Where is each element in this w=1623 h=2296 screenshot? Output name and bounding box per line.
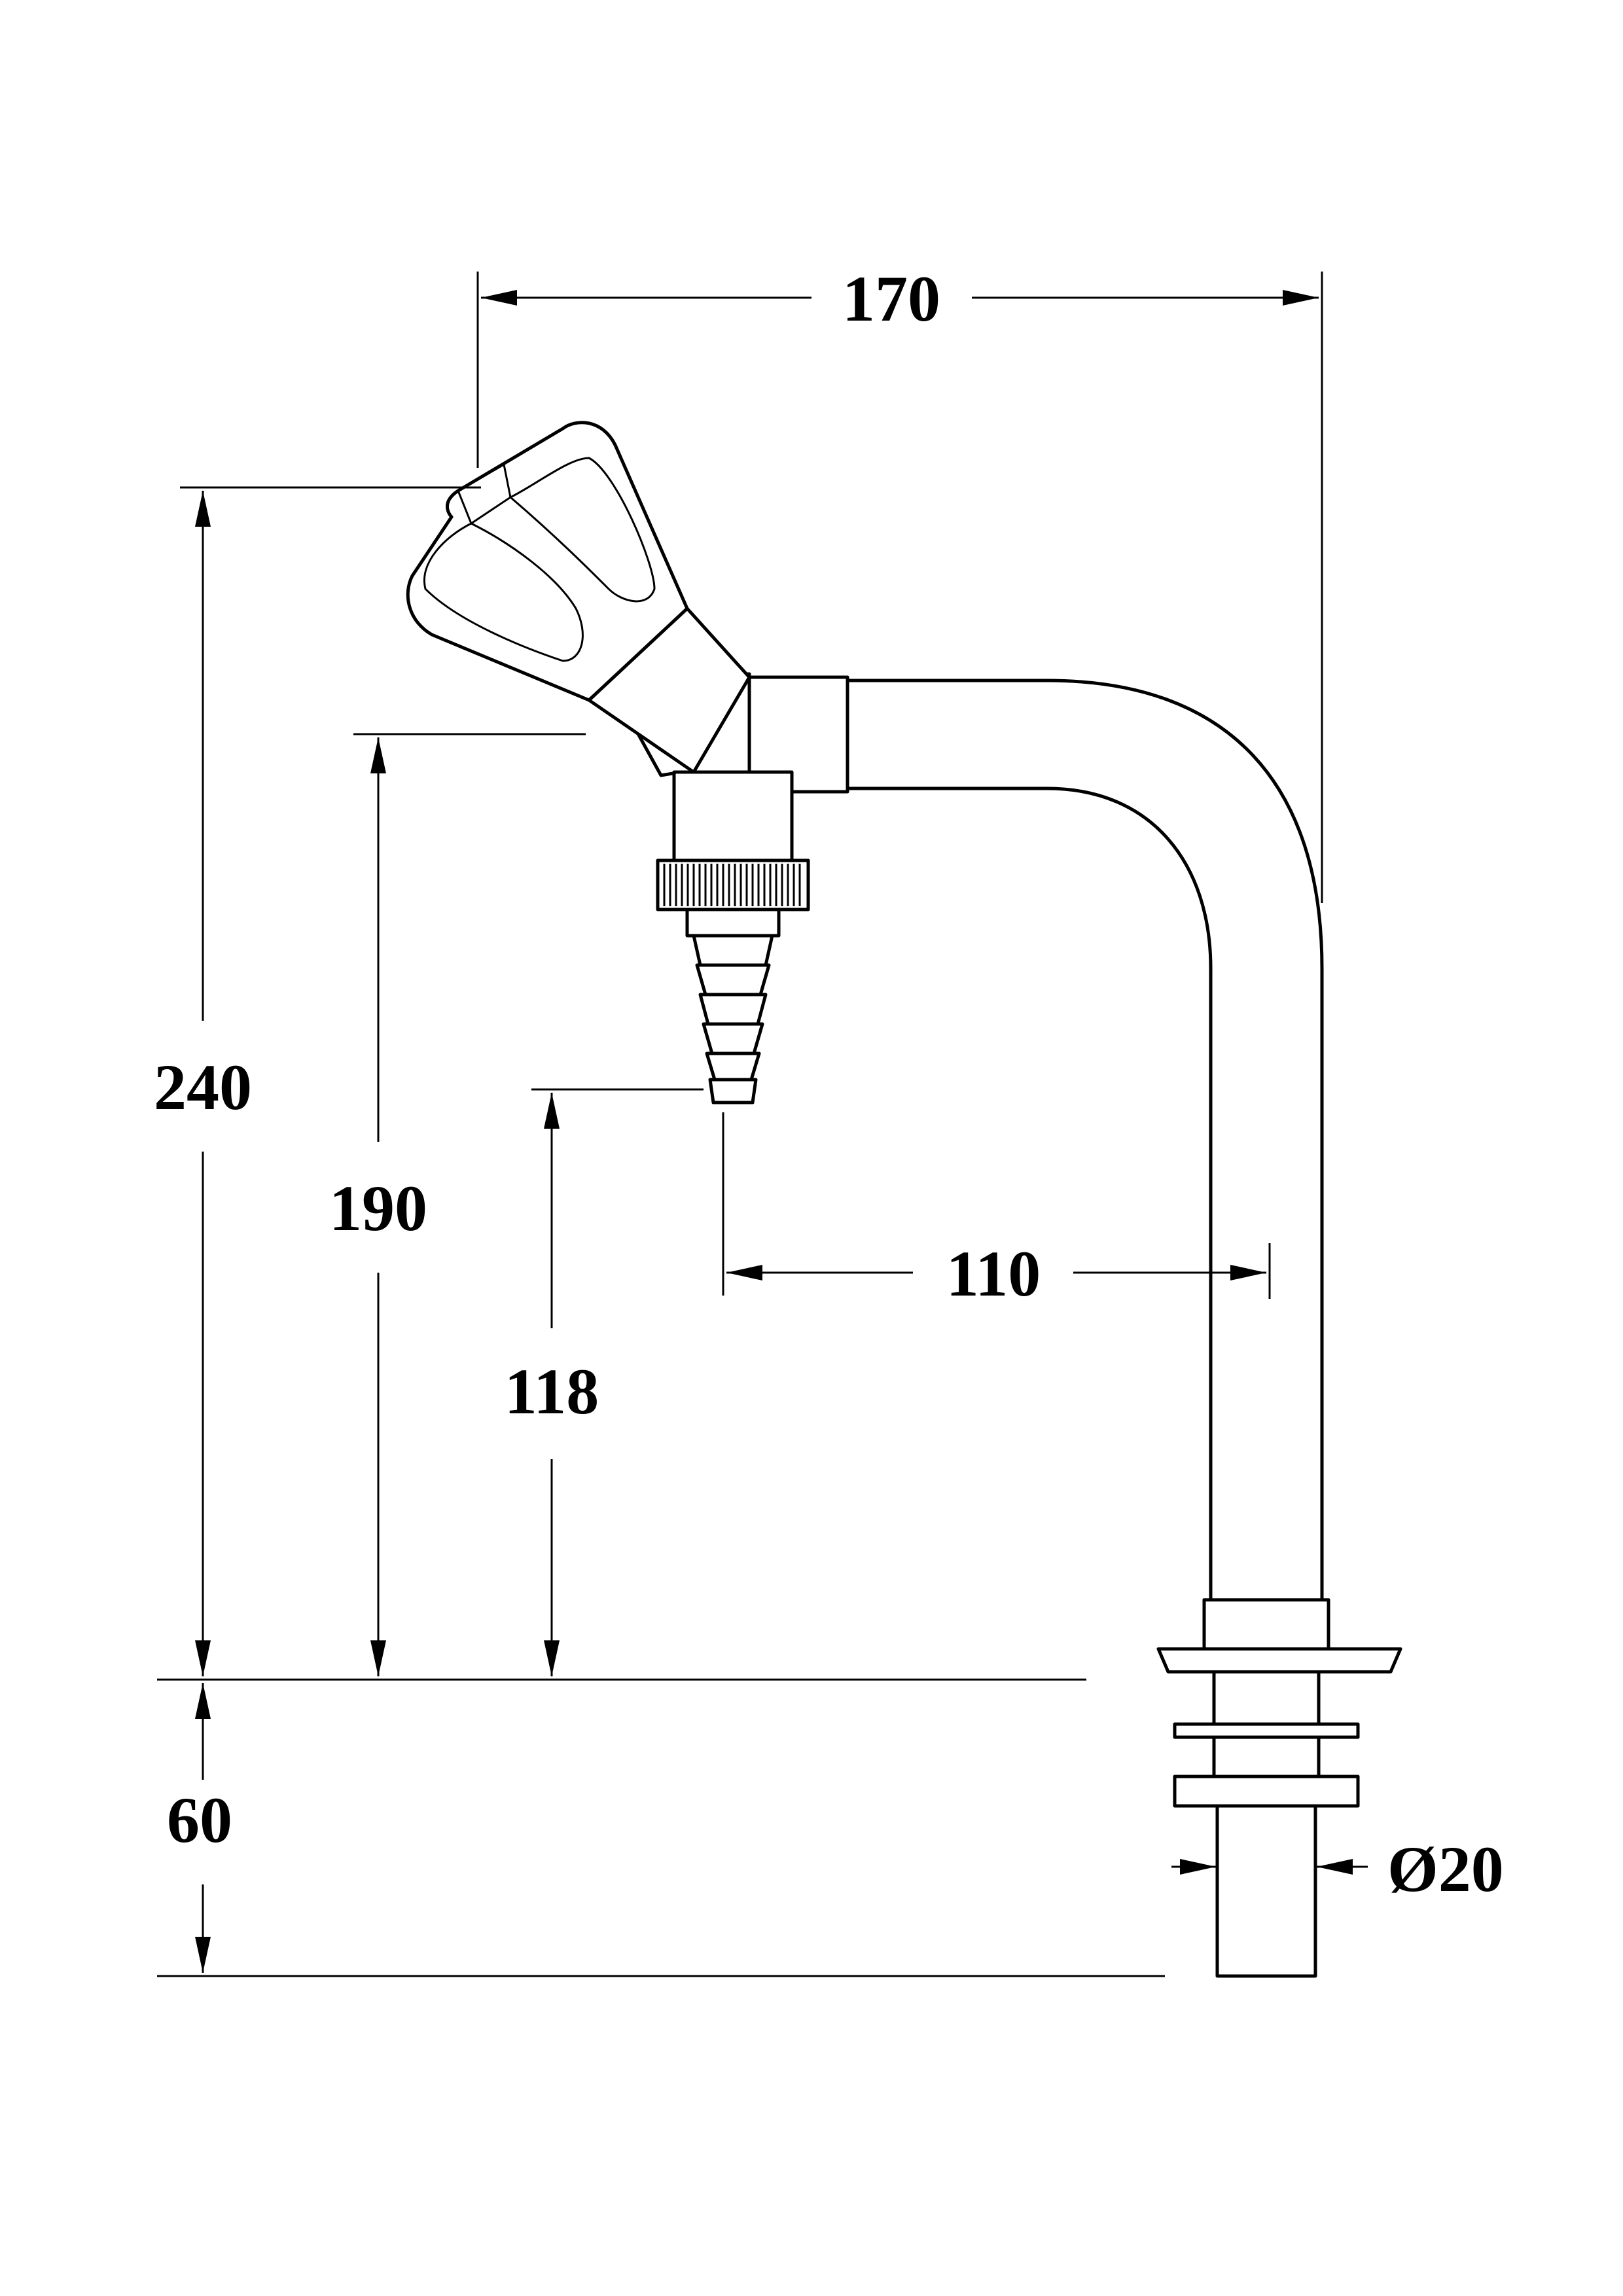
shank-upper [1212,1670,1321,1726]
base-flange [1156,1647,1402,1674]
washer [1173,1722,1360,1739]
dim-label-110: 110 [946,1237,1041,1310]
tap-handle [406,421,689,702]
swan-neck-pipe [846,679,1324,1602]
tap-assembly [406,421,1402,1978]
knurled-nut [656,858,810,911]
mounting-shank [1156,1598,1402,1978]
dim-label-190: 190 [329,1172,427,1245]
dim-label-170: 170 [842,262,940,335]
dim-label-60: 60 [167,1784,232,1856]
dimension-lines [157,272,1368,1977]
dim-label-240: 240 [154,1051,252,1123]
shank-tail [1215,1804,1317,1978]
outlet-boss [672,770,794,862]
hose-nozzle [685,908,781,1104]
handle-lobe-edge [457,463,512,525]
lock-nut [1173,1775,1360,1808]
handle-lobe-lower [423,522,584,662]
dim-label-118: 118 [505,1355,599,1428]
pipe-ferrule [1202,1598,1330,1651]
dimension-labels: 170 240 190 118 110 60 Ø20 [154,262,1504,1905]
handle-lobe-upper [508,457,656,603]
shank-mid [1212,1735,1321,1778]
dim-label-diameter-20: Ø20 [1387,1833,1504,1905]
